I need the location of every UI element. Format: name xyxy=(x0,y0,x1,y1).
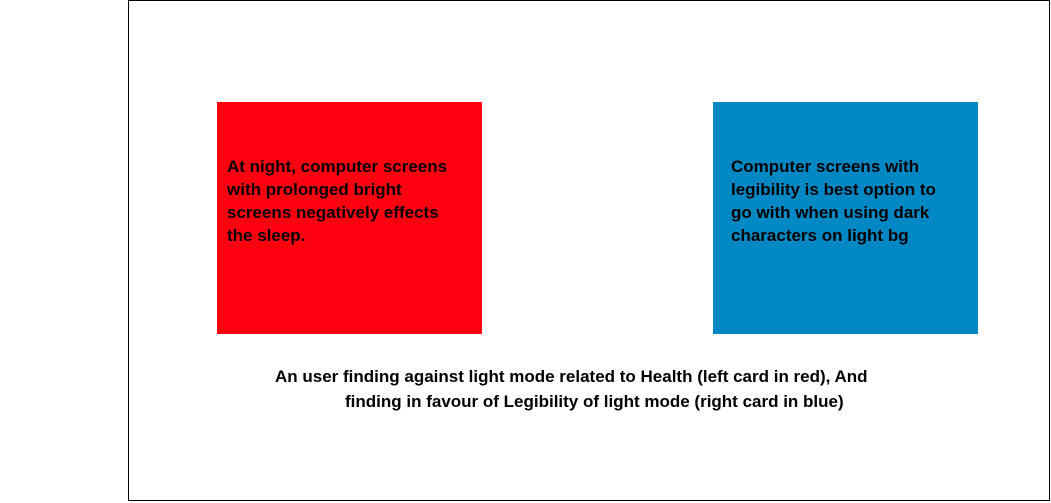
legibility-card-text: Computer screens with legibility is best… xyxy=(731,157,936,245)
health-card-text: At night, computer screens with prolonge… xyxy=(227,157,448,245)
caption-line-2: finding in favour of Legibility of light… xyxy=(345,392,844,411)
caption: An user finding against light mode relat… xyxy=(200,364,1010,414)
legibility-card: Computer screens with legibility is best… xyxy=(713,102,978,334)
caption-line-1: An user finding against light mode relat… xyxy=(275,367,868,386)
health-card: At night, computer screens with prolonge… xyxy=(217,102,482,334)
